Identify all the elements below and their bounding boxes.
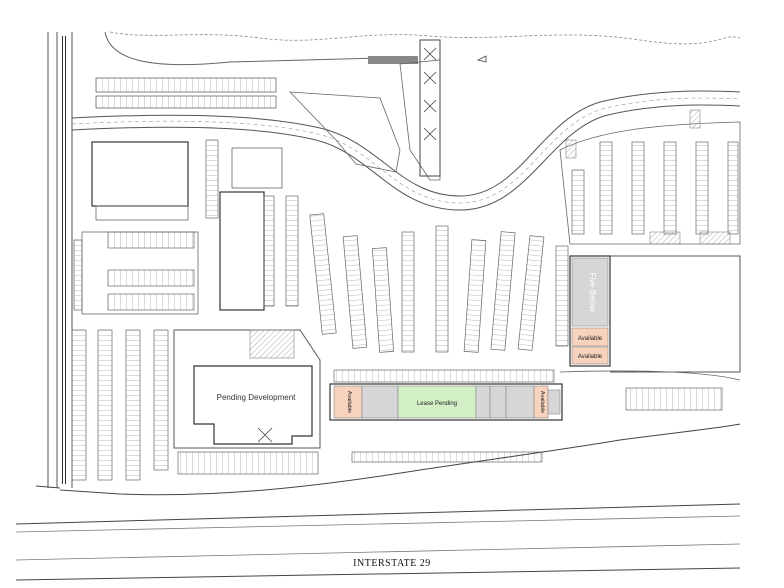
available-label-3: Available <box>346 391 352 413</box>
interstate-label: INTERSTATE 29 <box>353 558 431 569</box>
interstate-highway: INTERSTATE 29 <box>15 503 741 581</box>
available-space-five-below-2 <box>571 346 609 365</box>
five-below-tenant-space <box>571 257 609 327</box>
available-space-five-below-1 <box>571 327 609 347</box>
five-below-label: Five Below <box>588 272 597 311</box>
south-boundary <box>35 485 61 489</box>
south-perimeter <box>59 423 741 496</box>
five-below-building: Five Below Available Available <box>555 245 741 373</box>
pending-development-label: Pending Development <box>217 393 296 402</box>
available-label-1: Available <box>578 336 603 342</box>
available-label-2: Available <box>578 354 603 360</box>
main-curved-drive <box>71 90 741 211</box>
tenant-space-4 <box>505 385 535 419</box>
northwest-building <box>91 139 219 221</box>
north-parking <box>95 39 487 181</box>
west-parking-field <box>71 231 199 481</box>
west-frontage-road <box>47 32 73 488</box>
center-left-building <box>219 147 299 311</box>
north-boundary <box>109 31 741 45</box>
available-space-strip-west <box>333 385 363 419</box>
center-parking-aisles <box>309 213 545 353</box>
tenant-space-2 <box>475 385 491 419</box>
available-label-4: Available <box>539 391 545 413</box>
lease-pending-label: Lease Pending <box>417 401 457 407</box>
east-parking-strip <box>559 370 741 411</box>
south-retail-strip: Available Lease Pending Available <box>329 369 563 463</box>
tenant-space-3 <box>489 385 507 419</box>
tenant-space-1 <box>361 385 399 419</box>
northeast-parking <box>559 109 741 245</box>
pending-development-site: Pending Development <box>173 329 321 475</box>
north-curb <box>104 31 381 66</box>
